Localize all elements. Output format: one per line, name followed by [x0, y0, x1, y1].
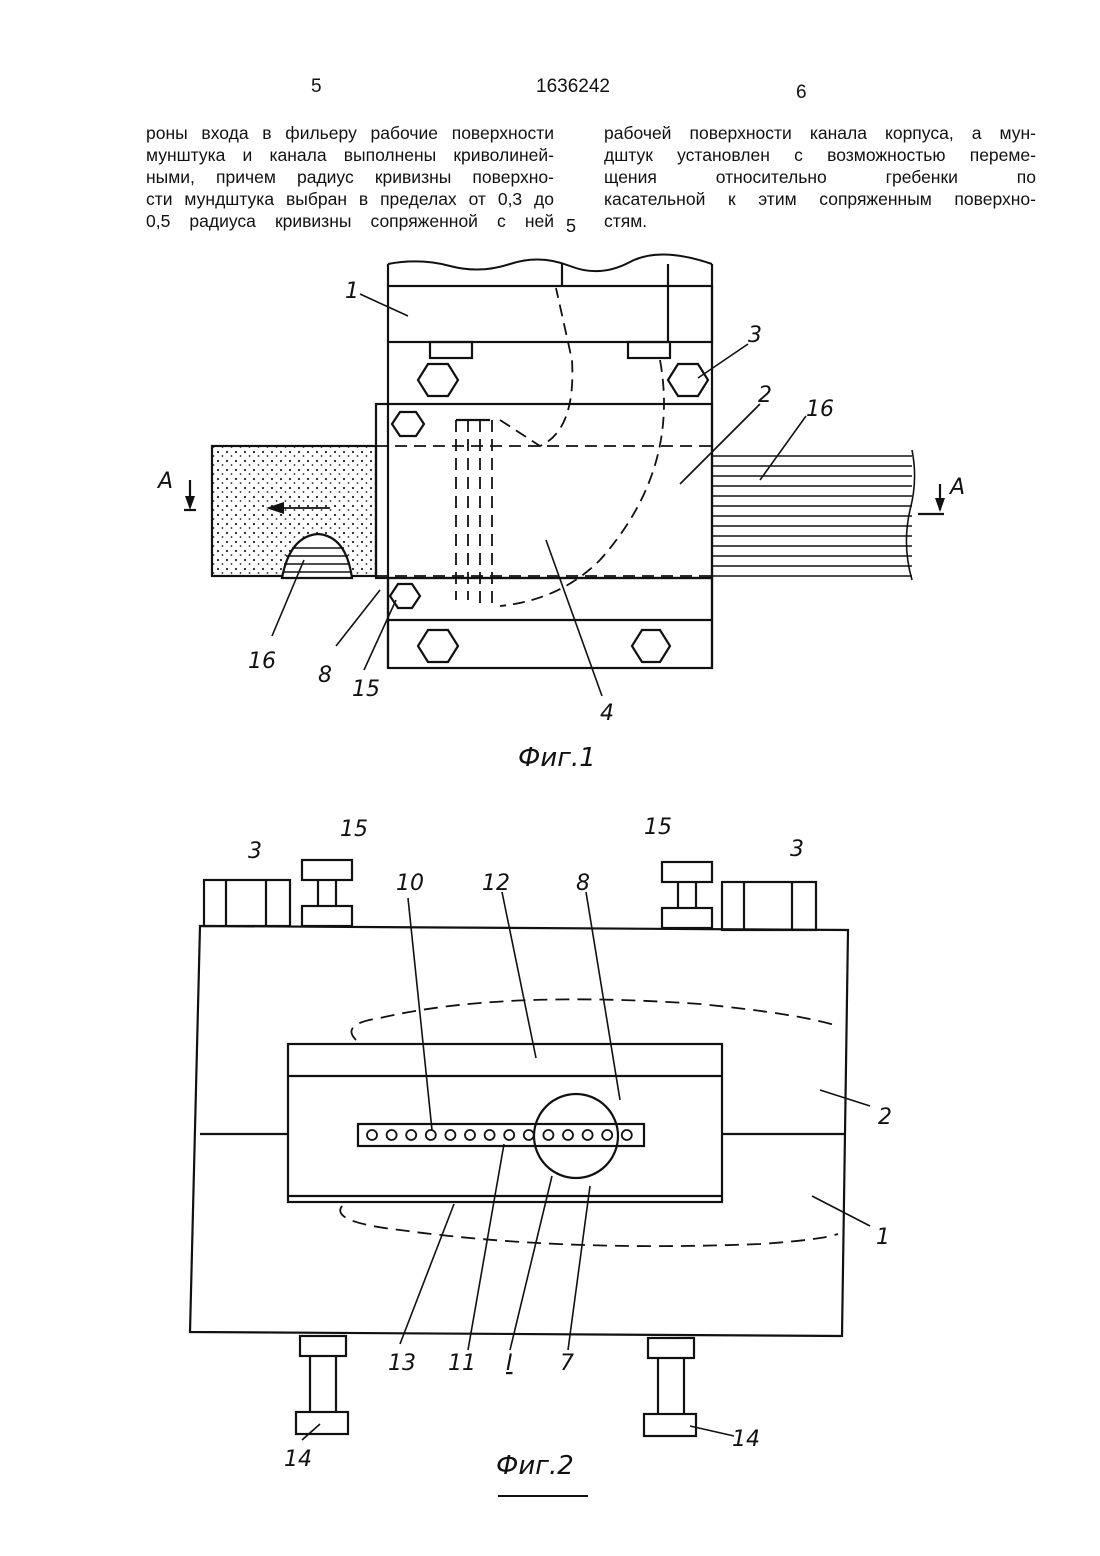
comb-bar	[358, 1124, 644, 1146]
figure-2	[190, 860, 870, 1440]
fig1-section-mark-right: A	[948, 475, 965, 500]
fig2-label-8: 8	[576, 871, 590, 896]
fig1-label-4: 4	[600, 701, 614, 726]
comb-hole	[583, 1130, 593, 1140]
fig1-label-2: 2	[758, 383, 772, 408]
hex-nut	[632, 630, 670, 662]
fig1-label-16-left: 16	[248, 649, 276, 674]
fig2-label-2: 2	[878, 1105, 892, 1130]
comb-hole	[465, 1130, 475, 1140]
fig2-label-3-right: 3	[790, 837, 804, 862]
hex-nut	[418, 364, 458, 396]
comb-hole	[602, 1130, 612, 1140]
comb-hole	[485, 1130, 495, 1140]
comb-hole	[367, 1130, 377, 1140]
comb-hole	[563, 1130, 573, 1140]
comb-hole	[622, 1130, 632, 1140]
fig2-label-7: 7	[560, 1351, 574, 1376]
fig1-label-3: 3	[748, 323, 762, 348]
hex-nut	[392, 412, 424, 436]
fig1-label-8: 8	[318, 663, 332, 688]
figure-1	[184, 254, 945, 696]
detail-circle-I	[534, 1094, 618, 1178]
fig2-label-I: I	[506, 1351, 513, 1376]
hex-nut	[418, 630, 458, 662]
comb-hole	[445, 1130, 455, 1140]
fig2-label-13: 13	[388, 1351, 416, 1376]
fig2-label-10: 10	[396, 871, 424, 896]
fig1-section-mark-left: A	[156, 469, 173, 494]
comb-hole	[406, 1130, 416, 1140]
hex-nut	[668, 364, 708, 396]
comb-hole	[387, 1130, 397, 1140]
fig2-label-12: 12	[482, 871, 510, 896]
fig2-label-14-right: 14	[732, 1427, 760, 1452]
fig2-caption: Фиг.2	[496, 1451, 574, 1481]
fig1-label-1: 1	[345, 279, 359, 304]
body-top-block	[388, 286, 712, 342]
fig2-label-1: 1	[876, 1225, 890, 1250]
comb-hole	[524, 1130, 534, 1140]
die-plate	[376, 404, 712, 578]
fig1-caption: Фиг.1	[518, 743, 596, 773]
fig1-label-16-right: 16	[806, 397, 834, 422]
fig1-label-15: 15	[352, 677, 380, 702]
bolt-head-3-left	[204, 880, 290, 926]
bolt-head-3-right	[722, 882, 816, 930]
fig2-label-14-left: 14	[284, 1447, 312, 1472]
fig2-label-3-left: 3	[248, 839, 262, 864]
comb-hole	[426, 1130, 436, 1140]
fig2-label-11: 11	[448, 1351, 476, 1376]
comb-hole	[504, 1130, 514, 1140]
fig2-label-15-right: 15	[644, 815, 672, 840]
fig2-label-15-left: 15	[340, 817, 368, 842]
comb-holes	[367, 1130, 632, 1140]
comb-hole	[543, 1130, 553, 1140]
